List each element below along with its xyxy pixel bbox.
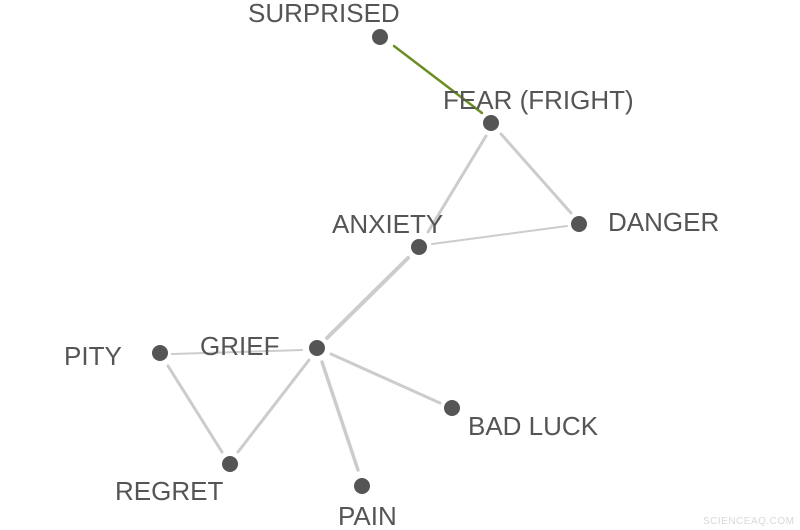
node-label-fear: FEAR (FRIGHT) [443,85,634,115]
labels-layer: SURPRISED FEAR (FRIGHT) ANXIETY DANGER GRIEF… [64,0,719,530]
node-danger[interactable] [571,216,587,232]
edge-pity-to-regret [166,364,224,454]
edge-surprised-to-fear [392,44,484,115]
edge-fear-to-danger [499,132,573,215]
edge-fear-to-anxiety [426,134,488,234]
edge-grief-to-pain [320,360,360,472]
edge-grief-to-pity [171,349,303,355]
edge-anxiety-to-grief [325,256,410,340]
node-label-grief: GRIEF [200,331,279,361]
node-label-pity: PITY [64,341,122,371]
node-bad-luck[interactable] [444,400,460,416]
node-label-pain: PAIN [338,501,397,530]
node-fear[interactable] [483,115,499,131]
node-anxiety[interactable] [411,239,427,255]
node-pain[interactable] [354,478,370,494]
watermark-text: SCIENCEAQ.COM [703,516,795,527]
edges-layer [166,44,573,472]
node-label-bad-luck: BAD LUCK [468,411,599,441]
edge-anxiety-to-danger [431,225,568,245]
edge-grief-to-regret [236,358,311,454]
nodes-layer [152,29,587,494]
node-label-regret: REGRET [115,476,223,506]
node-grief[interactable] [309,340,325,356]
node-label-anxiety: ANXIETY [332,209,443,239]
node-surprised[interactable] [372,29,388,45]
node-label-danger: DANGER [608,207,719,237]
edge-grief-to-bad-luck [329,352,442,405]
node-regret[interactable] [222,456,238,472]
node-pity[interactable] [152,345,168,361]
node-label-surprised: SURPRISED [248,0,400,28]
